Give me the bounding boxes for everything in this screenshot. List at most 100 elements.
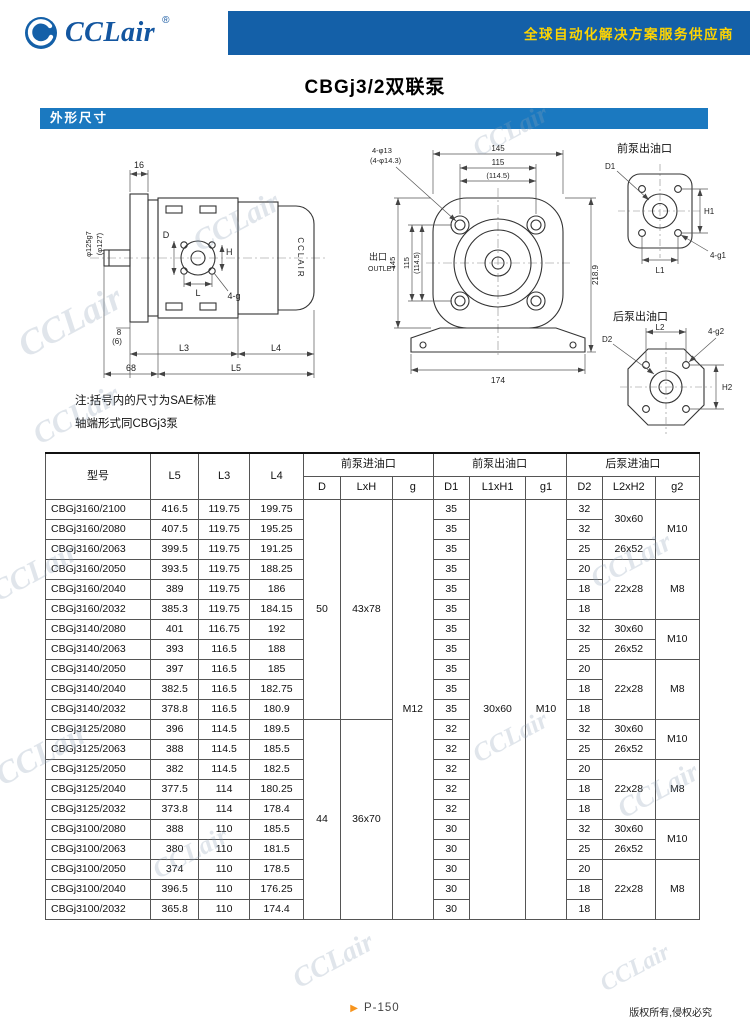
table-cell: 110 [198,898,250,920]
column-subheader: g1 [525,475,567,500]
table-cell: 182.75 [248,678,305,700]
table-cell: 26x52 [602,538,656,560]
table-cell: 373.8 [149,798,200,820]
table-cell: M10 [654,498,700,560]
dim-top-115: 115 [492,158,505,167]
table-cell: 44 [303,718,341,920]
table-cell: M8 [654,858,700,920]
table-cell: 382 [149,758,200,780]
body-brand-text: CCLAIR [296,237,305,278]
column-subheader: LxH [339,475,394,500]
header-bar: CCLair ® 全球自动化解决方案服务供应商 [0,11,750,55]
table-cell: CBGj3100/2032 [45,898,151,920]
dim-left-115: 115 [402,257,411,269]
page-arrow-icon: ▶ [350,1003,359,1014]
table-cell: 380 [149,838,200,860]
table-cell: 178.5 [248,858,305,880]
side-dimension-lines [103,170,315,378]
table-cell: 184.15 [248,598,305,620]
table-cell: 22x28 [602,858,656,920]
table-cell: 407.5 [149,518,200,540]
front-outlet-title: 前泵出油口 [617,143,672,155]
table-cell: 188.25 [248,558,305,580]
column-subheader: D [303,475,341,500]
header-tagline: 全球自动化解决方案服务供应商 [524,27,734,42]
callout-bolt-holes-sae: (4-φ14.3) [370,156,402,165]
table-cell: CBGj3125/2063 [45,738,151,760]
table-cell: 22x28 [602,758,656,820]
dim-label-L4: L4 [271,343,281,353]
table-cell: 30 [432,878,470,900]
table-cell: 25 [565,538,604,560]
table-cell: 18 [565,578,604,600]
dim-bottom-174: 174 [491,375,505,385]
table-cell: 32 [432,778,470,800]
logo-registered-mark: ® [162,15,170,26]
table-cell: 189.5 [248,718,305,740]
table-cell: 35 [432,558,470,580]
table-cell: 374 [149,858,200,880]
rear-outlet-title: 后泵出油口 [613,311,668,323]
table-cell: 186 [248,578,305,600]
front-outlet-dimension-lines [616,170,709,264]
dim-label-L5: L5 [231,363,241,373]
column-header: L3 [198,452,250,500]
table-cell: 18 [565,678,604,700]
table-cell: 382.5 [149,678,200,700]
table-cell: 416.5 [149,498,200,520]
table-cell: 30x60 [468,498,527,920]
table-cell: 35 [432,598,470,620]
logo: CCLair ® [0,11,228,55]
pump-side-view-drawing: 16 φ125g7 (φ127) D H L 4-g 8 (6) 68 L3 L… [84,160,326,378]
table-cell: 22x28 [602,558,656,620]
table-cell: 30 [432,858,470,880]
dim-label-H: H [226,247,233,257]
table-cell: 110 [198,858,250,880]
table-cell: CBGj3160/2080 [45,518,151,540]
table-cell: CBGj3140/2040 [45,678,151,700]
table-cell: 35 [432,538,470,560]
table-cell: 35 [432,658,470,680]
table-cell: 32 [565,618,604,640]
table-cell: CBGj3100/2050 [45,858,151,880]
watermark: CCLair [596,939,675,998]
table-cell: 192 [248,618,305,640]
table-cell: 18 [565,778,604,800]
watermark: CCLair [287,926,380,995]
table-cell: CBGj3160/2063 [45,538,151,560]
table-cell: 188 [248,638,305,660]
table-cell: 114.5 [198,718,250,740]
table-cell: 119.75 [198,578,250,600]
table-cell: 178.4 [248,798,305,820]
table-cell: 199.75 [248,498,305,520]
dim-left-114: (114.5) [414,252,421,274]
pump-front-view-drawing: 4-φ13 (4-φ14.3) 145 115 (114.5) 145 115 … [368,144,600,385]
logo-icon [25,17,57,49]
table-cell: 25 [565,838,604,860]
table-cell: CBGj3140/2032 [45,698,151,720]
table-cell: 22x28 [602,658,656,720]
table-cell: 180.9 [248,698,305,720]
table-cell: 185.5 [248,818,305,840]
table-cell: 110 [198,818,250,840]
table-cell: 116.5 [198,698,250,720]
column-subheader: D2 [565,475,604,500]
column-header: L4 [248,452,305,500]
dim-label-L: L [195,288,200,298]
dim-8: 8 [117,328,122,337]
table-cell: CBGj3140/2080 [45,618,151,640]
table-cell: 389 [149,578,200,600]
drawings-area: 16 φ125g7 (φ127) D H L 4-g 8 (6) 68 L3 L… [0,130,750,456]
page-title: CBGj3/2双联泵 [304,77,446,98]
table-cell: 116.5 [198,658,250,680]
dim-right-218-9: 218.9 [591,264,600,285]
table-cell: 182.5 [248,758,305,780]
front-dimension-lines [394,150,596,374]
table-cell: 191.25 [248,538,305,560]
table-cell: 20 [565,658,604,680]
